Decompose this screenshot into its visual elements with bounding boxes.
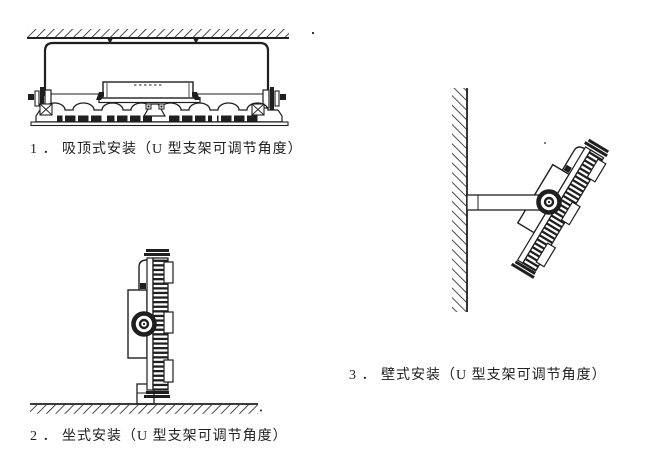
end-cap — [251, 103, 265, 116]
center-mark — [193, 38, 199, 44]
led-bar — [57, 115, 103, 122]
ceiling-hatch — [27, 29, 289, 38]
wall-hatch — [452, 88, 467, 312]
speck — [311, 31, 315, 35]
mount-foot — [192, 92, 200, 100]
caption-ceiling-mount: 1 ． 吸顶式安装（U 型支架可调节角度） — [30, 142, 303, 157]
led-bar — [107, 115, 152, 122]
caption-seat-mount: 2 ． 坐式安装（U 型支架可调节角度） — [30, 429, 288, 444]
ground-hatch — [30, 404, 258, 414]
driver-box — [96, 81, 201, 104]
mount-foot — [96, 92, 104, 100]
center-mount — [142, 103, 167, 117]
bottom-plate — [30, 121, 289, 127]
figure-1-ceiling-mount — [27, 29, 289, 127]
led-bar — [168, 115, 212, 122]
adjust-knob — [134, 314, 155, 335]
speck — [544, 142, 546, 144]
center-mark — [107, 38, 113, 44]
caption-wall-mount: 3 ． 壁式安装（U 型支架可调节角度） — [349, 368, 607, 383]
speck — [260, 409, 262, 412]
led-bar — [217, 115, 258, 122]
figure-2-seat-mount — [30, 248, 262, 414]
adjust-knob — [539, 192, 560, 213]
end-cap — [39, 103, 53, 116]
figure-3-wall-mount — [452, 88, 614, 312]
mount-arm — [466, 194, 542, 211]
u-bracket — [43, 41, 270, 96]
floodlight-body — [30, 102, 289, 127]
right-clamp — [262, 87, 286, 111]
